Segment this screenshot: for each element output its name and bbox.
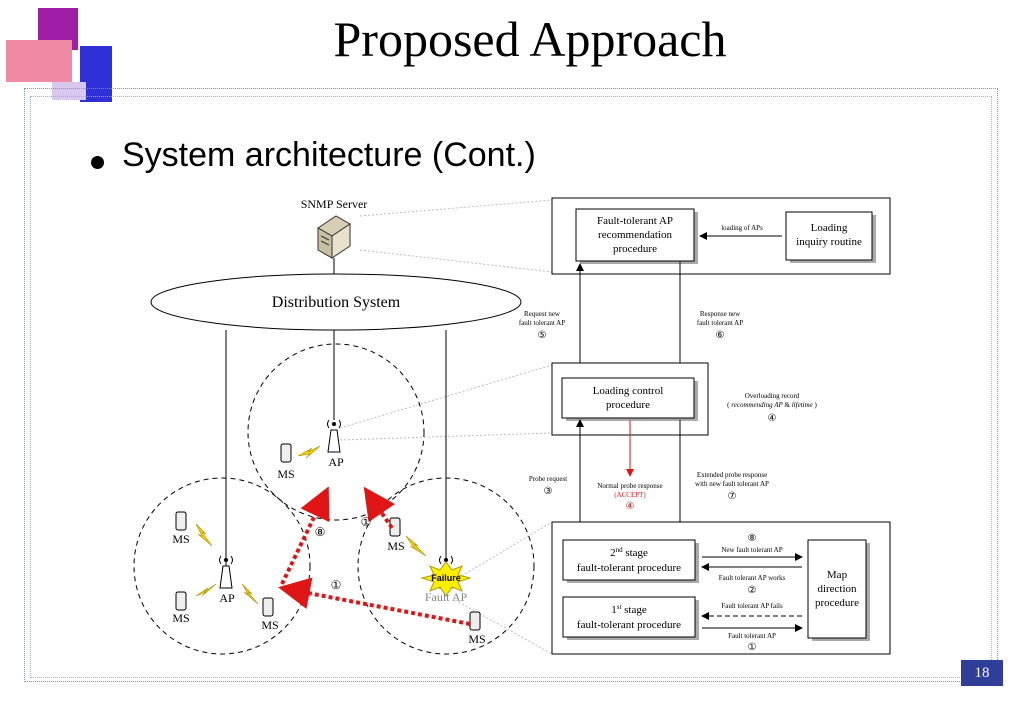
handoff-paths <box>278 486 471 626</box>
page-title: Proposed Approach <box>333 11 727 67</box>
bullet-dot <box>91 156 104 169</box>
overloading-record-line2: ( recommending AP & lifetime ) <box>727 401 817 409</box>
extended-probe-line1: Extended probe response <box>697 471 767 479</box>
wireless-bolts <box>195 445 427 605</box>
map-box <box>807 539 867 639</box>
bullet-text: System architecture (Cont.) <box>122 136 536 174</box>
page-number-badge: 18 <box>961 660 1003 686</box>
loading-inquiry-line2: inquiry routine <box>796 236 862 248</box>
deco-pink-block <box>6 40 72 82</box>
loading-control-box <box>561 377 695 419</box>
new-fault-ap-num: ⑧ <box>748 533 757 544</box>
stage2-line2: fault-tolerant procedure <box>577 562 681 574</box>
failure-label: Failure <box>431 573 461 583</box>
stage2-line1: 2nd stage <box>610 546 648 559</box>
loading-control-line1: Loading control <box>593 385 664 397</box>
path-num-8: ⑧ <box>315 525 326 539</box>
fault-ap-label: Fault AP <box>425 590 468 604</box>
fault-ap-num: ① <box>748 642 757 653</box>
extended-probe-num: ⑦ <box>728 491 737 502</box>
extended-probe-line2: with new fault tolerant AP <box>695 480 769 488</box>
path-num-1: ① <box>331 578 342 592</box>
probe-request-label: Probe request <box>529 475 567 483</box>
loading-control-line2: procedure <box>606 399 650 411</box>
map-line2: direction <box>817 583 857 595</box>
coverage-circles <box>133 343 535 655</box>
content-frame-outer <box>24 88 998 682</box>
map-line3: procedure <box>815 597 859 609</box>
probe-request-num: ③ <box>544 486 553 497</box>
ds-wires <box>225 330 447 568</box>
path-num-1b: ① <box>361 515 372 529</box>
stage1-line1: 1st stage <box>611 603 647 616</box>
ms-label: MS <box>387 539 404 553</box>
ap-top-icon <box>327 419 341 453</box>
failure-star-icon <box>420 561 472 597</box>
stage1-box <box>562 596 696 638</box>
accept-label: (ACCEPT) <box>614 491 646 499</box>
overloading-record-line1: Overloading record <box>745 392 800 400</box>
overloading-record-num: ④ <box>768 413 777 424</box>
ms-label: MS <box>261 618 278 632</box>
recommendation-line2: recommendation <box>598 229 672 241</box>
ms-label: MS <box>172 611 189 625</box>
ms-label: MS <box>172 532 189 546</box>
response-new-line2: fault tolerant AP <box>697 319 743 327</box>
new-fault-ap-label: New fault tolerant AP <box>721 546 782 554</box>
works-num: ② <box>748 585 757 596</box>
stage1-line2: fault-tolerant procedure <box>577 619 681 631</box>
ms-devices <box>175 443 481 631</box>
ap-left-label: AP <box>219 591 235 605</box>
recommendation-line1: Fault-tolerant AP <box>597 215 673 227</box>
loading-inquiry-box <box>785 211 873 261</box>
ms-label: MS <box>468 632 485 646</box>
request-new-line1: Request new <box>524 310 561 318</box>
stage2-box <box>562 539 696 581</box>
loading-inquiry-line1: Loading <box>811 222 848 234</box>
recommendation-box <box>575 208 695 262</box>
map-line1: Map <box>827 569 848 581</box>
ap-left-icon <box>219 555 233 589</box>
request-new-line2: fault tolerant AP <box>519 319 565 327</box>
content-frame-inner <box>30 96 992 678</box>
request-new-num: ⑤ <box>538 330 547 341</box>
distribution-system-ellipse <box>150 273 522 331</box>
normal-probe-num: ④ <box>626 501 635 512</box>
ms-labels: MS MS MS MS MS MS <box>172 467 485 646</box>
ms-label: MS <box>277 467 294 481</box>
fails-label: Fault tolerant AP fails <box>721 602 783 610</box>
dotted-connectors <box>339 199 553 655</box>
distribution-system-label: Distribution System <box>272 294 401 311</box>
response-new-num: ⑥ <box>716 330 725 341</box>
response-new-line1: Response new <box>700 310 741 318</box>
fault-ap-label: Fault tolerant AP <box>728 632 776 640</box>
deco-lavender-block <box>52 82 86 100</box>
normal-probe-label: Normal probe response <box>597 482 662 490</box>
recommendation-line3: procedure <box>613 243 657 255</box>
loading-of-aps-label: loading of APs <box>721 224 763 232</box>
snmp-server-label: SNMP Server <box>301 197 368 211</box>
snmp-server-icon <box>317 215 351 259</box>
works-label: Fault tolerant AP works <box>719 574 786 582</box>
ap-top-label: AP <box>328 455 344 469</box>
